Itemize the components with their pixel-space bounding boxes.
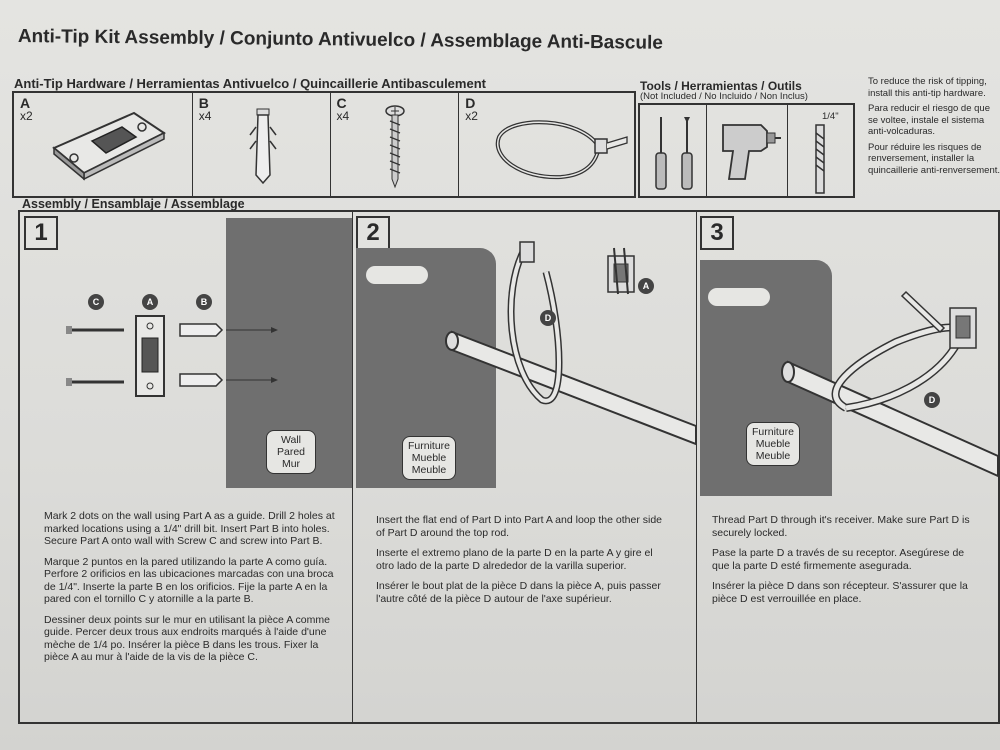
screw-icon: [384, 105, 405, 189]
tools-label: Tools / Herramientas / Outils: [640, 79, 802, 93]
step-2-text-es: Inserte el extremo plano de la parte D e…: [376, 547, 653, 572]
step-2-text-en: Insert the flat end of Part D into Part …: [376, 514, 663, 539]
part-d-cell: D x2: [459, 93, 634, 196]
part-c-letter: C: [336, 95, 347, 111]
part-d-letter: D: [465, 95, 476, 111]
assembly-label: Assembly / Ensamblaje / Assemblage: [22, 197, 245, 211]
handle-slot-3: [708, 288, 770, 306]
furniture-label-3: Furniture Mueble Meuble: [746, 422, 800, 466]
part-a-qty: x2: [20, 109, 33, 123]
callout-d-step3: D: [924, 392, 940, 408]
part-a-cell: A x2: [14, 93, 193, 196]
step-3-instructions: Thread Part D through it's receiver. Mak…: [712, 514, 982, 613]
step-3-text-fr: Insérer la pièce D dans son récepteur. S…: [712, 580, 968, 605]
furniture-label-3-es: Mueble: [755, 438, 791, 450]
part-b-letter: B: [198, 95, 209, 111]
drill-icon: [722, 124, 781, 180]
step-1-text-fr: Dessiner deux points sur le mur en utili…: [44, 613, 330, 664]
part-b-qty: x4: [198, 109, 212, 123]
furniture-label-2: Furniture Mueble Meuble: [402, 436, 456, 480]
step-3-text-en: Thread Part D through it's receiver. Mak…: [712, 514, 970, 539]
page-title: Anti-Tip Kit Assembly / Conjunto Antivue…: [17, 26, 663, 54]
step-1-text-es: Marque 2 puntos en la pared utilizando l…: [44, 555, 334, 606]
furniture-label-2-es: Mueble: [411, 452, 447, 464]
step-3-number: 3: [700, 216, 734, 250]
callout-b: B: [196, 294, 212, 310]
part-c-qty: x4: [336, 109, 350, 123]
furniture-label-3-en: Furniture: [751, 426, 794, 438]
step-1-instructions: Mark 2 dots on the wall using Part A as …: [44, 510, 336, 672]
bracket-icon: [52, 111, 166, 181]
step-2-illustration: [445, 241, 697, 446]
handle-slot: [366, 266, 428, 284]
screwdrivers-cell: [640, 105, 707, 196]
step-1-illustration: [66, 315, 278, 397]
wall-label-es: Pared: [276, 446, 306, 458]
step-3-panel: 3 D Furniture Mueble Meuble Thre: [696, 212, 999, 722]
step-3-text-es: Pase la parte D a través de su receptor.…: [712, 547, 965, 572]
furniture-label-3-fr: Meuble: [755, 450, 791, 462]
callout-c: C: [88, 294, 104, 310]
tools-box: 1/4": [638, 103, 855, 198]
cable-tie-icon: [496, 120, 628, 180]
part-d-qty: x2: [465, 109, 478, 123]
hardware-label: Anti-Tip Hardware / Herramientas Antivue…: [14, 76, 486, 91]
drill-bit-cell: 1/4": [788, 105, 851, 196]
safety-note-es: Para reducir el riesgo de que se voltee,…: [868, 103, 990, 137]
wall-anchor-icon: [249, 108, 277, 185]
wall-label-fr: Mur: [281, 458, 301, 470]
step-2-panel: 2 D A Furniture Mueble Meuble Inser: [352, 212, 697, 722]
callout-a-step2: A: [638, 278, 654, 294]
part-c-cell: C x4: [331, 93, 460, 196]
wall-label-en: Wall: [280, 434, 302, 446]
part-a-letter: A: [20, 95, 31, 111]
step-2-instructions: Insert the flat end of Part D into Part …: [376, 514, 672, 613]
step-1-number: 1: [24, 216, 58, 250]
step-1-panel: 1 Wall Pared Mur C A B: [20, 212, 353, 722]
callout-d-step2: D: [540, 310, 556, 326]
assembly-box: 1 Wall Pared Mur C A B: [18, 210, 1000, 724]
safety-note-fr: Pour réduire les risques de renversement…: [868, 141, 1000, 176]
step-2-text-fr: Insérer le bout plat de la pièce D dans …: [376, 580, 661, 605]
safety-note-en: To reduce the risk of tipping, install t…: [868, 76, 987, 99]
drill-cell: [707, 105, 788, 196]
tools-subtitle: (Not Included / No Incluido / Non Inclus…: [640, 91, 808, 102]
callout-a: A: [142, 294, 158, 310]
part-b-cell: B x4: [193, 93, 331, 196]
step-3-illustration: [781, 290, 999, 478]
step-1-text-en: Mark 2 dots on the wall using Part A as …: [44, 510, 335, 547]
furniture-label-2-fr: Meuble: [411, 464, 447, 476]
wall-label: Wall Pared Mur: [266, 430, 316, 474]
furniture-label-2-en: Furniture: [407, 440, 450, 452]
drill-bit-size: 1/4": [822, 111, 839, 122]
safety-note: To reduce the risk of tipping, install t…: [868, 76, 1000, 180]
screwdrivers-icon: [655, 117, 693, 190]
hardware-box: A x2 B x4 C x4: [12, 91, 636, 198]
drill-bit-icon: [815, 124, 825, 194]
